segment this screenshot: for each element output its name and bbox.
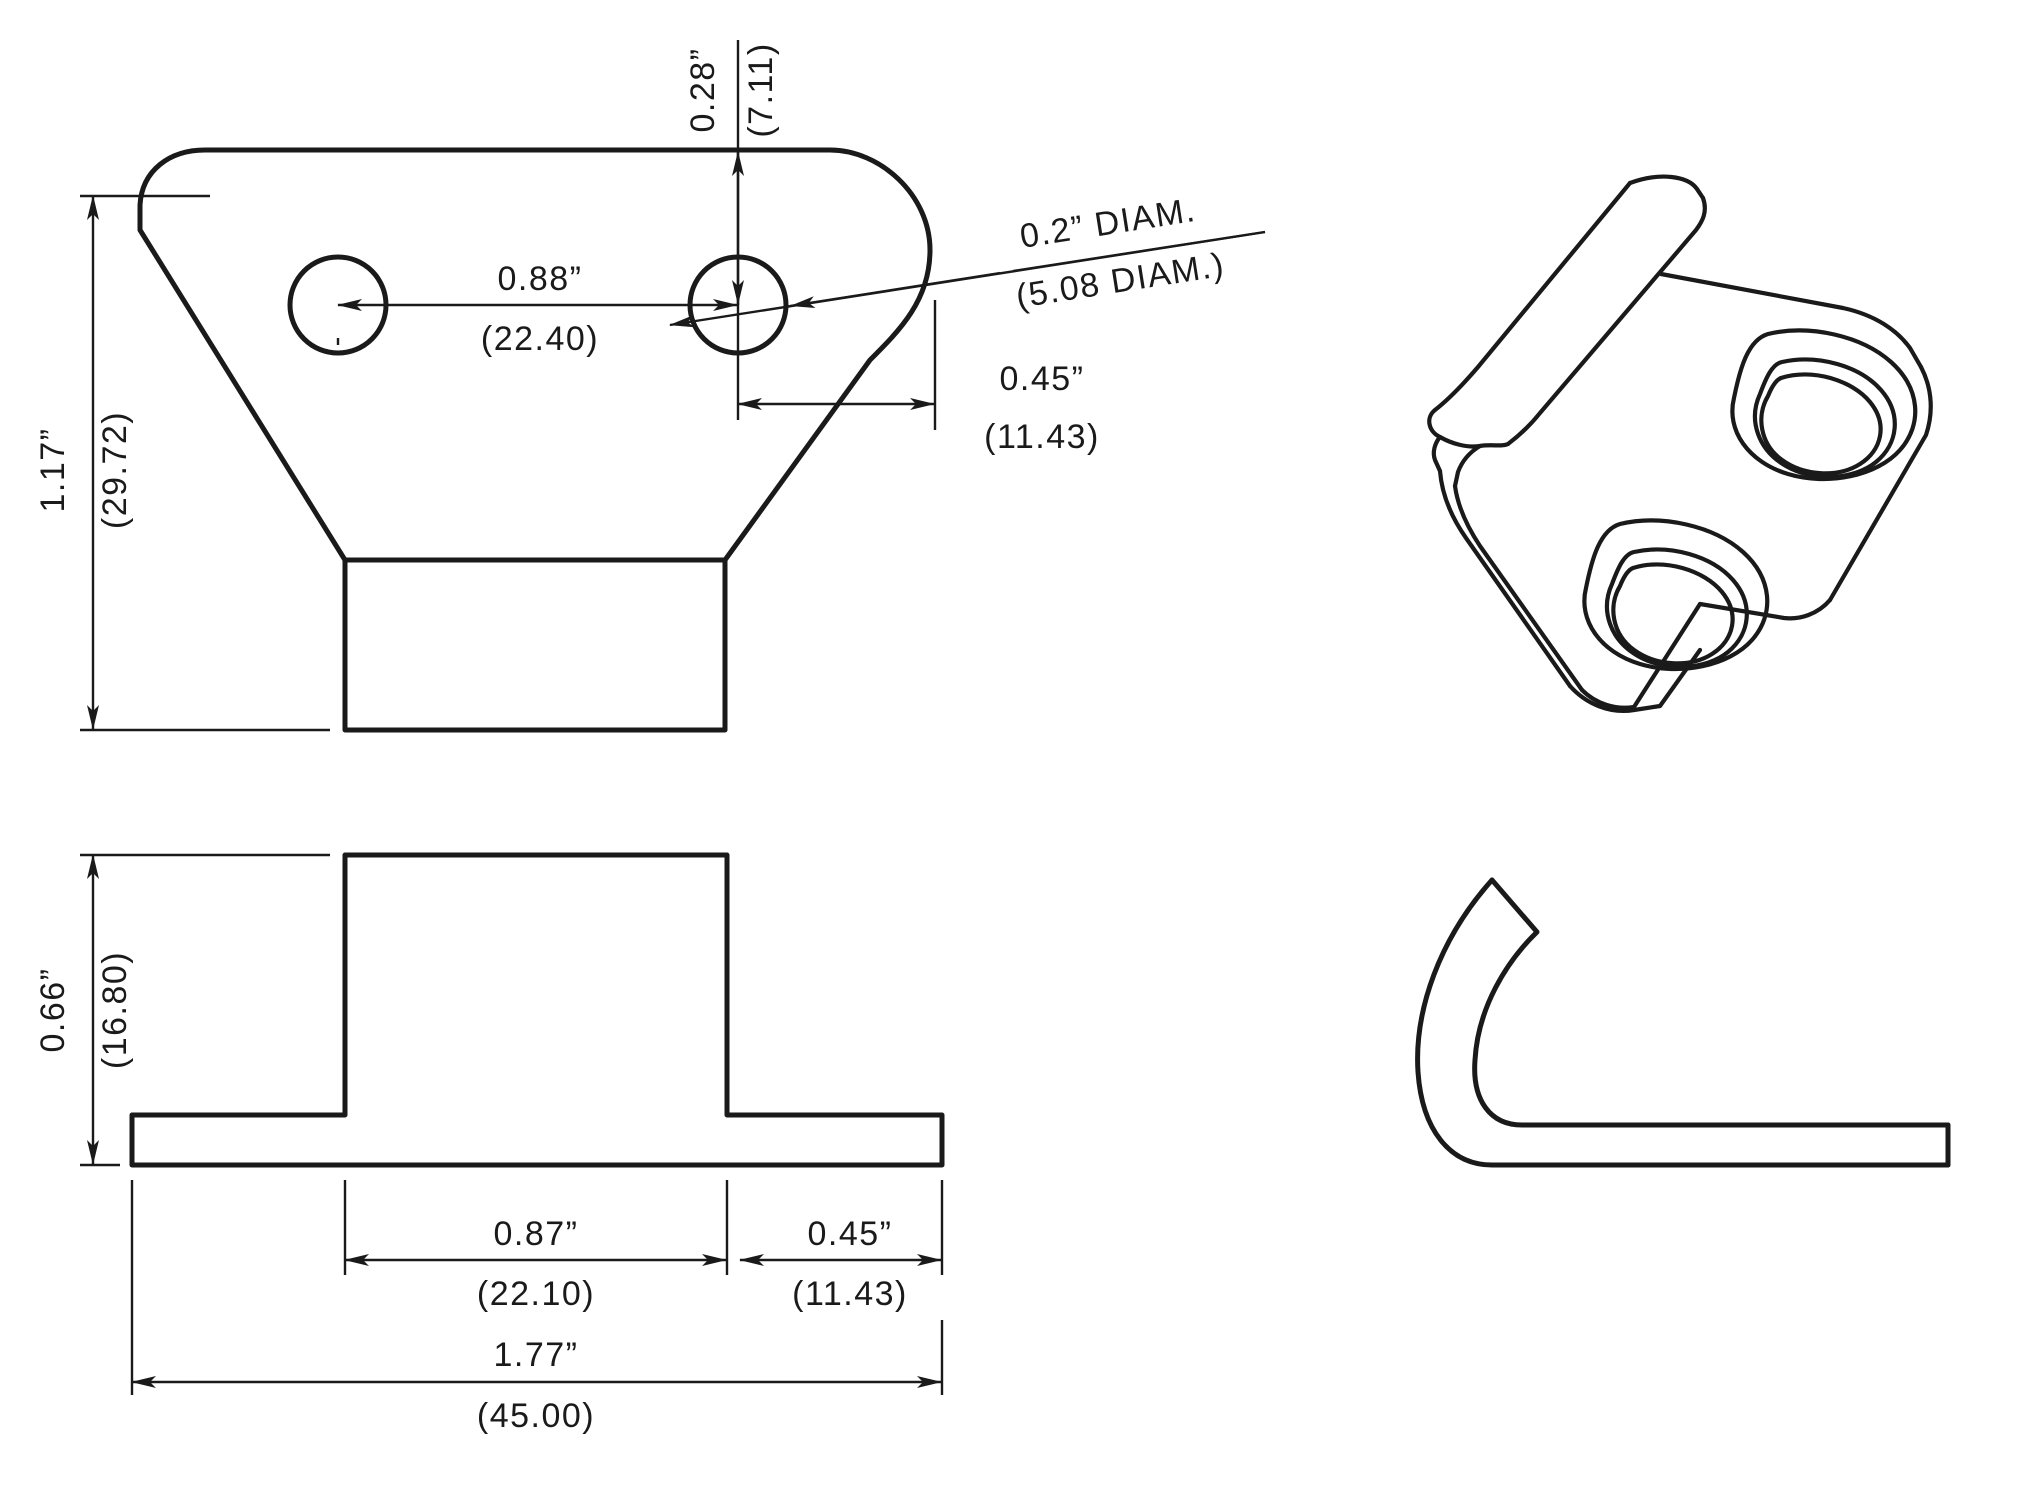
hole-spacing-inch-label: 0.88” [498,260,583,298]
iso-body-bottom-left [1579,601,1703,710]
profile-inner-curve [1472,877,1951,1128]
flange-right-mm-label: (11.43) [792,1275,908,1313]
diameter-leader-inner-arrow [789,271,1001,309]
diameter-leader-underline [1012,230,1266,273]
iso-body-left-edge-inner [1437,468,1573,689]
iso-hook-outer-edge [1432,180,1633,413]
iso-hook-top-ridge [1505,195,1707,447]
side-height-mm-label: (16.80) [96,951,134,1069]
overall-width-inch-label: 1.77” [494,1336,579,1374]
isometric-view [1427,174,1933,713]
front-view-outline [137,147,933,563]
side-height-inch-label: 0.66” [34,968,72,1053]
iso-hook-inner-face [1452,443,1483,489]
boss-width-mm-label: (22.10) [477,1275,595,1313]
side-section-view [129,852,945,1168]
profile-outer-curve [1415,877,1951,1168]
side-view-outline [129,852,945,1168]
iso-boss-upper-outer [1730,328,1918,482]
iso-body-bottom-right [1697,597,1833,621]
iso-boss-lower-hole [1611,562,1735,666]
front-height-inch-label: 1.17” [34,428,72,513]
iso-body-right-edge [1827,364,1933,603]
iso-boss-upper-inner-ring [1752,357,1897,479]
overall-width-mm-label: (45.00) [477,1397,595,1435]
top-offset-mm-label: (7.11) [742,42,780,137]
iso-body-left-edge [1452,483,1585,693]
iso-hook-left-tip [1427,407,1511,449]
hole-diameter-mm-label: (5.08 DIAM.) [1013,246,1227,316]
iso-boss-upper-hole [1759,372,1883,476]
iso-boss-lower-inner-ring [1604,547,1749,669]
iso-hook-inner-return [1431,434,1443,474]
front-view-dimensions: 1.17” (29.72) 0.88” (22.40) 0.28” (7.11)… [34,42,1266,732]
front-height-mm-label: (29.72) [96,411,134,529]
hole-spacing-mm-label: (22.40) [481,320,599,358]
right-offset-inch-label: 0.45” [1000,360,1085,398]
boss-width-inch-label: 0.87” [494,1215,579,1253]
iso-body-bottom-edge [1567,647,1703,713]
iso-boss-lower-outer [1582,518,1770,672]
right-offset-mm-label: (11.43) [984,418,1100,456]
top-offset-inch-label: 0.28” [684,48,722,133]
iso-hook-top-face [1627,174,1706,201]
side-view-dimensions: 0.66” (16.80) 0.87” (22.10) 0.45” (11.43… [34,853,944,1435]
profile-view [1415,877,1951,1168]
front-view [137,40,933,733]
iso-body-top-edge [1658,271,1924,370]
flange-right-inch-label: 0.45” [808,1215,893,1253]
front-view-flange [342,557,728,733]
